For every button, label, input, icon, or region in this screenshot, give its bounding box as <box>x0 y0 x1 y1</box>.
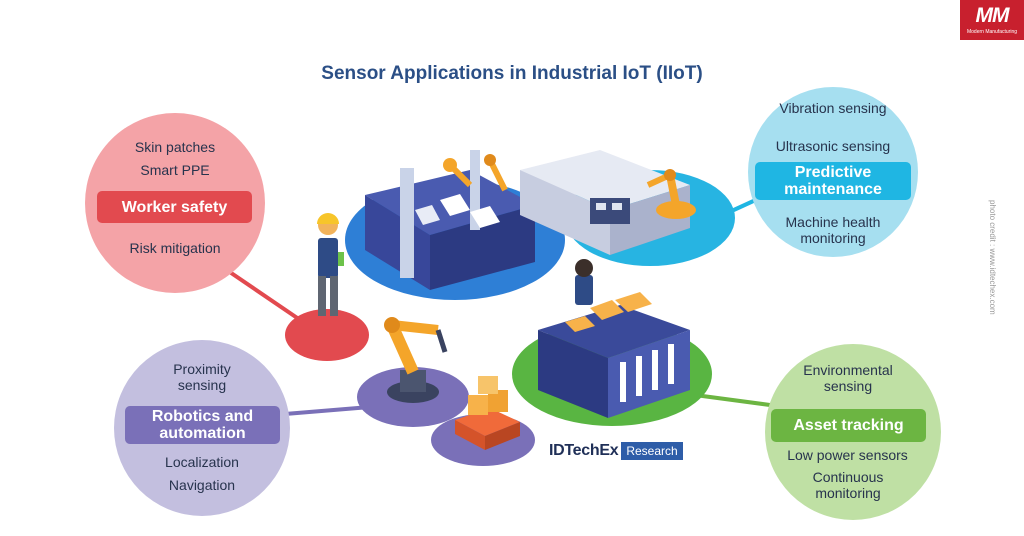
asset-item: Low power sensors <box>787 447 908 463</box>
maintenance-item: Vibration sensing <box>779 100 887 116</box>
worker-safety-label: Worker safety <box>97 191 252 223</box>
robotics-item: Localization <box>165 454 239 470</box>
worker-safety-item: Smart PPE <box>140 162 210 178</box>
brand-logo[interactable]: MM Modern Manufacturing <box>960 0 1024 40</box>
conveyor-machine-illustration <box>365 150 535 290</box>
idtechex-logo: IDTechEx Research <box>549 442 683 460</box>
asset-item: Continuous monitoring <box>812 469 884 501</box>
asset-item: Environmental sensing <box>803 362 893 394</box>
assembly-line-illustration <box>538 259 690 418</box>
maintenance-label: Predictive maintenance <box>755 162 911 200</box>
worker-safety-item: Skin patches <box>134 139 216 155</box>
cnc-machine-illustration <box>520 150 696 255</box>
asset-label: Asset tracking <box>771 409 926 442</box>
diagram-title: Sensor Applications in Industrial IoT (I… <box>321 63 703 84</box>
robotics-label: Robotics and automation <box>125 406 280 444</box>
robotics-item: Proximity sensing <box>173 361 231 393</box>
worker-illustration <box>317 213 344 316</box>
asset-connector <box>694 393 771 407</box>
maintenance-item: Ultrasonic sensing <box>775 138 891 154</box>
brand-logo-subtext: Modern Manufacturing <box>966 29 1018 35</box>
photo-credit: photo credit : www.idtechex.com <box>988 200 997 315</box>
idtechex-tag: Research <box>621 442 683 460</box>
worker-safety-item: Risk mitigation <box>129 240 221 256</box>
maintenance-item: Machine health monitoring <box>785 214 881 246</box>
brand-logo-text: MM <box>975 4 1010 27</box>
robotic-arm-illustration <box>384 317 448 403</box>
robotics-item: Navigation <box>168 477 236 493</box>
cart-illustration <box>455 376 520 450</box>
robotics-connector <box>284 405 371 416</box>
worker-base <box>285 309 369 361</box>
idtechex-name: IDTechEx <box>549 442 619 459</box>
